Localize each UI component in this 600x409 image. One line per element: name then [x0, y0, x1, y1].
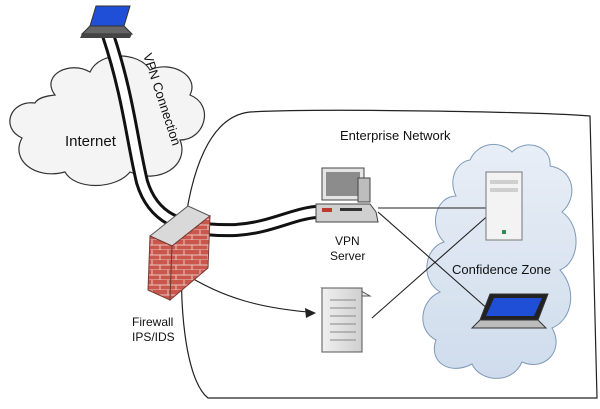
vpn-server-label-line2: Server: [330, 249, 365, 263]
vpn-server-icon: [315, 167, 379, 223]
remote-laptop-icon: [80, 5, 134, 38]
firewall: [147, 205, 211, 302]
vpn-server-label-line1: VPN: [335, 234, 360, 248]
firewall-to-internal-server-arrow: [181, 271, 316, 318]
internal-server-icon: [320, 287, 372, 353]
link-vpn-server-to-confidence-laptop: [377, 211, 499, 319]
internet-label: Internet: [65, 133, 117, 150]
confidence-zone-label: Confidence Zone: [452, 262, 551, 277]
firewall-label-line2: IPS/IDS: [132, 330, 175, 344]
vpn-tunnel: [101, 32, 317, 238]
confidence-laptop-icon: [470, 293, 549, 329]
connection-lines: [371, 207, 499, 319]
enterprise-network-label: Enterprise Network: [340, 128, 451, 143]
firewall-label-line1: Firewall: [132, 315, 173, 329]
secure-server-icon: [485, 171, 523, 241]
link-internal-server-to-secure-server: [371, 211, 493, 319]
